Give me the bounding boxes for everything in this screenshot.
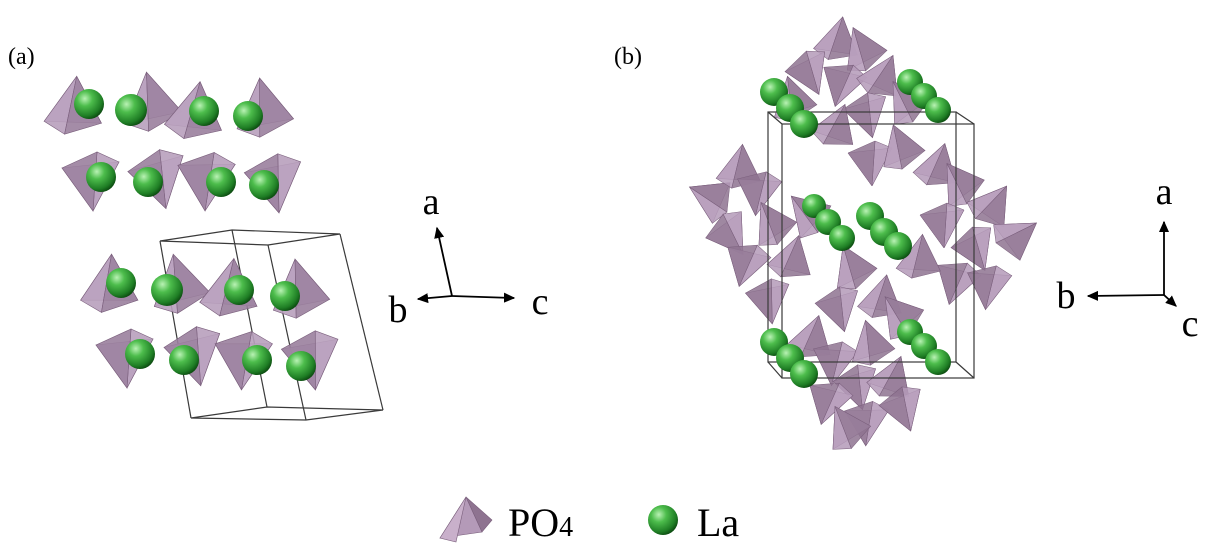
axis-a-label: a	[423, 181, 440, 223]
po4-legend-icon	[439, 496, 493, 543]
axis-b-arrow-b	[1086, 290, 1165, 301]
axis-b-arrow	[416, 293, 453, 304]
axis-c-label-b: c	[1182, 303, 1199, 345]
la-spheres-b	[760, 69, 951, 388]
la-legend-label: La	[697, 500, 739, 545]
axis-triad-b	[1086, 220, 1177, 307]
axis-b-label: b	[389, 289, 408, 331]
axis-c-arrow-b	[1163, 294, 1177, 307]
axis-a-arrow	[434, 226, 453, 297]
structure-row-3	[79, 249, 332, 323]
axis-a-label-b: a	[1156, 171, 1173, 213]
panel-a-label: (a)	[8, 44, 35, 70]
tetra-cluster-b	[679, 11, 1049, 456]
structure-row-4	[95, 323, 342, 393]
axis-c-arrow	[451, 292, 516, 303]
axis-b-label-b: b	[1057, 275, 1076, 317]
la-legend-icon	[648, 505, 678, 535]
unit-cell-b	[767, 111, 975, 379]
panel-b: (b)	[614, 11, 1199, 456]
structure-row-1	[42, 68, 295, 147]
unit-cell-a	[159, 229, 384, 421]
panel-b-label: (b)	[614, 44, 642, 70]
axis-triad-a	[416, 226, 516, 304]
po4-legend-label: PO4	[508, 500, 573, 545]
panel-a: (a)	[8, 44, 549, 421]
axis-c-label: c	[532, 281, 549, 323]
legend: PO4 La	[439, 496, 739, 545]
structure-row-2	[61, 145, 306, 216]
